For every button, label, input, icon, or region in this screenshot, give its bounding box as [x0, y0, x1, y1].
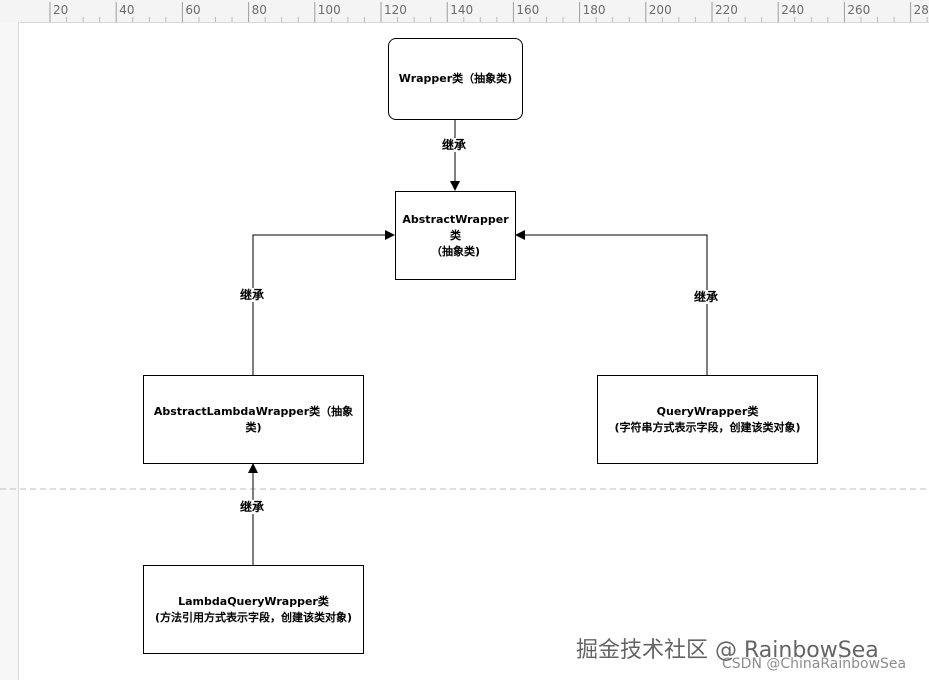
watermark-csdn: CSDN @ChinaRainbowSea	[722, 656, 907, 672]
ruler-tick-label: 160	[516, 3, 540, 17]
edge-label-abstract-lambda-to-abstract: 继承	[239, 288, 266, 302]
ruler-tick-label: 140	[450, 3, 474, 17]
ruler-tick-label: 120	[384, 3, 407, 17]
horizontal-ruler: 20 40 60 80 100 120 140 160 180 200 220 240 260 280	[0, 0, 929, 23]
edge-query-to-abstract[interactable]	[515, 230, 708, 375]
abstract-lambda-wrapper-class-node[interactable]: AbstractLambdaWrapper类（抽象 类)	[143, 375, 364, 464]
abstract-wrapper-class-node[interactable]: AbstractWrapper类 （抽象类)	[395, 191, 516, 280]
ruler-tick-label: 20	[53, 3, 69, 17]
watermark-juejin: 掘金技术社区 @ RainbowSea	[576, 638, 879, 663]
lambda-query-wrapper-class-node[interactable]: LambdaQueryWrapper类 (方法引用方式表示字段，创建该类对象)	[143, 565, 364, 654]
ruler-tick-label: 40	[119, 3, 135, 17]
ruler-tick-label: 100	[317, 3, 341, 17]
ruler-ticks	[49, 2, 928, 22]
ruler-tick-label: 80	[251, 3, 267, 17]
abstract-lambda-wrapper-class-label: AbstractLambdaWrapper类（抽象	[153, 404, 354, 418]
query-wrapper-class-sublabel: (字符串方式表示字段，创建该类对象)	[614, 420, 801, 434]
ruler-tick-label: 240	[781, 3, 805, 17]
ruler-tick-label: 180	[582, 3, 606, 17]
ruler-tick-label: 220	[715, 3, 738, 17]
wrapper-class-label: Wrapper类（抽象类)	[398, 72, 513, 85]
lambda-query-wrapper-class-sublabel: (方法引用方式表示字段，创建该类对象)	[154, 610, 353, 624]
lambda-query-wrapper-class-label: LambdaQueryWrapper类	[178, 594, 329, 608]
edge-label-wrapper-to-abstract: 继承	[441, 138, 468, 152]
ruler-tick-label: 280	[913, 3, 929, 17]
abstract-wrapper-class-label: AbstractWrapper类	[402, 212, 509, 242]
vertical-ruler	[0, 22, 19, 680]
edge-abstract-lambda-to-abstract[interactable]	[252, 230, 395, 375]
ruler-tick-label: 260	[847, 3, 871, 17]
abstract-lambda-wrapper-class-sublabel: 类)	[245, 420, 262, 434]
query-wrapper-class-label: QueryWrapper类	[656, 404, 759, 418]
wrapper-class-node[interactable]: Wrapper类（抽象类)	[388, 38, 523, 120]
ruler-tick-label: 200	[648, 3, 672, 17]
edge-label-lambda-query-to-abstract-lambda: 继承	[239, 500, 266, 514]
query-wrapper-class-node[interactable]: QueryWrapper类 (字符串方式表示字段，创建该类对象)	[597, 375, 818, 464]
ruler-tick-label: 60	[185, 3, 201, 17]
abstract-wrapper-class-sublabel: （抽象类)	[430, 244, 481, 258]
edge-label-query-to-abstract: 继承	[693, 290, 720, 304]
